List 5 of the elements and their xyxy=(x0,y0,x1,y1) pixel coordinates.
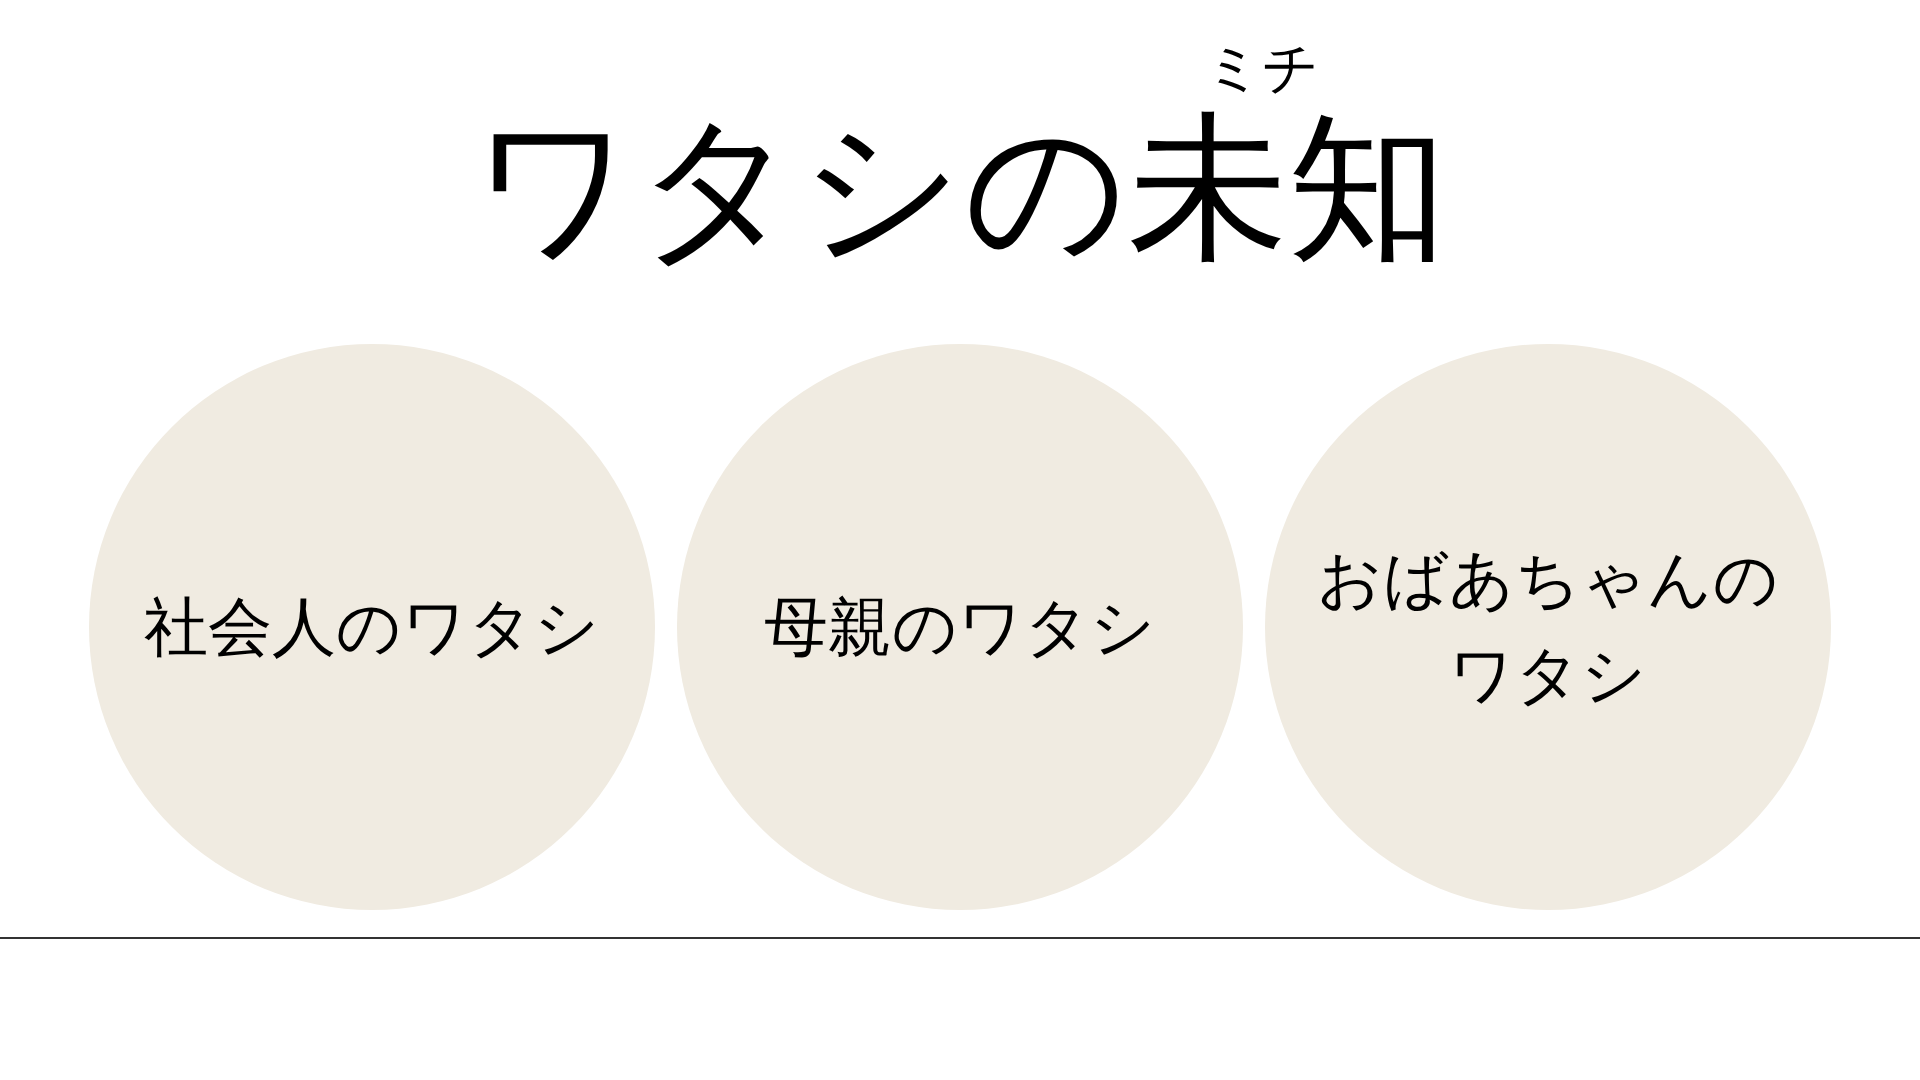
node-label: 社会人のワタシ xyxy=(144,589,600,666)
title: ワタシの未知 xyxy=(472,108,1448,268)
node-label: おばあちゃんのワタシ xyxy=(1316,541,1780,714)
ruby-text: ミチ xyxy=(1205,40,1319,96)
node-label: 母親のワタシ xyxy=(764,589,1156,666)
